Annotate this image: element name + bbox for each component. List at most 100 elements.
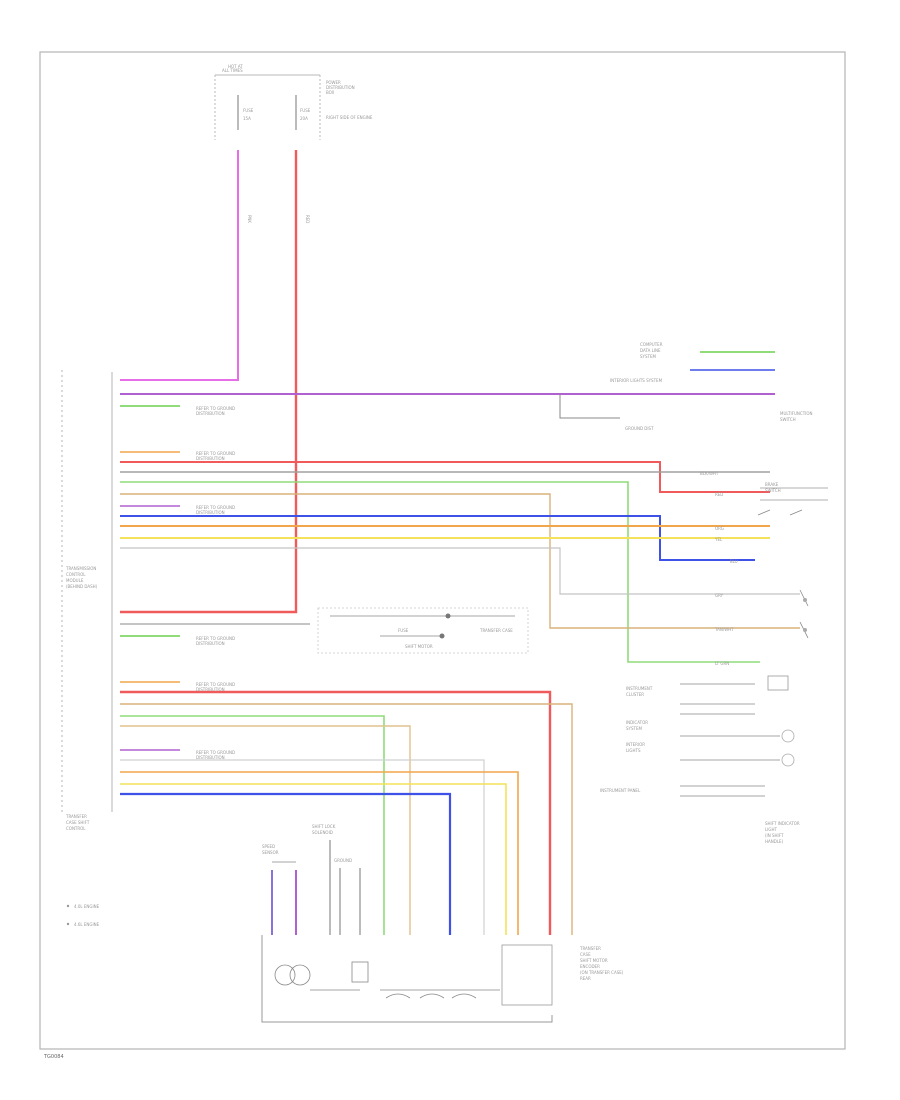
svg-text:LIGHTS: LIGHTS xyxy=(626,748,641,753)
diagram-border xyxy=(39,51,846,1050)
svg-text:DISTRIBUTION: DISTRIBUTION xyxy=(196,641,225,646)
svg-text:SOLENOID: SOLENOID xyxy=(312,830,333,835)
wire-blue-block5 xyxy=(120,792,452,935)
svg-text:ALL TIMES: ALL TIMES xyxy=(222,68,243,73)
svg-text:REFER TO GROUND: REFER TO GROUND xyxy=(196,505,235,510)
svg-text:ENCODER: ENCODER xyxy=(580,964,600,969)
svg-text:INTERIOR: INTERIOR xyxy=(626,742,645,747)
svg-text:DISTRIBUTION: DISTRIBUTION xyxy=(196,687,225,692)
svg-text:CASE: CASE xyxy=(580,952,591,957)
svg-text:BRAKE: BRAKE xyxy=(765,482,779,487)
svg-text:MULTIFUNCTION: MULTIFUNCTION xyxy=(780,411,812,416)
svg-text:REFER TO GROUND: REFER TO GROUND xyxy=(196,750,235,755)
svg-text:ORG: ORG xyxy=(715,526,724,531)
svg-text:CASE SHIFT: CASE SHIFT xyxy=(66,820,90,825)
svg-text:TRANSMISSION: TRANSMISSION xyxy=(65,566,96,571)
svg-text:GROUND: GROUND xyxy=(334,858,352,863)
right-switches xyxy=(757,487,828,639)
svg-text:(BEHIND DASH): (BEHIND DASH) xyxy=(66,584,98,589)
svg-text:REAR: REAR xyxy=(580,976,591,981)
svg-text:FUSE: FUSE xyxy=(398,628,409,633)
left-module: TRANSMISSION CONTROL MODULE (BEHIND DASH… xyxy=(61,370,113,831)
svg-text:HOT AT: HOT AT xyxy=(228,64,243,69)
svg-text:DISTRIBUTION: DISTRIBUTION xyxy=(326,85,355,90)
svg-text:REFER TO GROUND: REFER TO GROUND xyxy=(196,682,235,687)
svg-text:CLUSTER: CLUSTER xyxy=(626,692,644,697)
svg-text:GROUND DIST: GROUND DIST xyxy=(625,426,654,431)
svg-text:SHIFT INDICATOR: SHIFT INDICATOR xyxy=(765,821,800,826)
svg-text:SYSTEM: SYSTEM xyxy=(640,354,656,359)
block2-labels: REFER TO GROUND DISTRIBUTION REFER TO GR… xyxy=(196,451,781,666)
svg-text:TRANSFER: TRANSFER xyxy=(579,946,601,951)
feed-labels: PNK RED xyxy=(247,215,310,223)
svg-text:MODULE: MODULE xyxy=(66,578,84,583)
svg-text:SHIFT MOTOR: SHIFT MOTOR xyxy=(405,644,433,649)
svg-text:DISTRIBUTION: DISTRIBUTION xyxy=(196,755,225,760)
wire-lightgreen-4 xyxy=(120,481,760,663)
svg-text:LT GRN: LT GRN xyxy=(715,661,729,666)
svg-text:POWER: POWER xyxy=(326,80,341,85)
svg-text:YEL: YEL xyxy=(714,537,723,542)
svg-text:SENSOR: SENSOR xyxy=(262,850,279,855)
svg-text:REFER TO GROUND: REFER TO GROUND xyxy=(196,636,235,641)
wire-tan-block4 xyxy=(120,703,573,935)
wire-lightgreen-block4 xyxy=(120,715,385,935)
right-connector-group: INSTRUMENT CLUSTER INDICATOR SYSTEM INTE… xyxy=(600,675,800,844)
svg-text:20A: 20A xyxy=(300,116,308,121)
svg-text:COMPUTER: COMPUTER xyxy=(640,342,663,347)
svg-text:DISTRIBUTION: DISTRIBUTION xyxy=(196,411,225,416)
svg-text:HANDLE): HANDLE) xyxy=(765,839,784,844)
svg-text:INDICATOR: INDICATOR xyxy=(626,720,648,725)
wire-red-2 xyxy=(120,461,770,493)
svg-text:INTERIOR LIGHTS SYSTEM: INTERIOR LIGHTS SYSTEM xyxy=(610,378,663,383)
bottom-components: SPEED SENSOR SHIFT LOCK SOLENOID GROUND … xyxy=(261,824,624,1023)
svg-text:GRY: GRY xyxy=(715,593,724,598)
wire-gray-10 xyxy=(120,547,800,595)
wire-red-block4 xyxy=(120,690,552,935)
svg-text:(IN SHIFT: (IN SHIFT xyxy=(765,833,784,838)
svg-text:SWITCH: SWITCH xyxy=(780,417,796,422)
wire-gray-block5 xyxy=(120,759,485,935)
svg-text:FUSE: FUSE xyxy=(300,108,311,113)
wire-gray-branch xyxy=(559,394,620,419)
svg-text:CONTROL: CONTROL xyxy=(66,826,86,831)
svg-text:4.0L ENGINE: 4.0L ENGINE xyxy=(74,904,100,909)
notes: 4.0L ENGINE 4.6L ENGINE xyxy=(66,904,100,927)
svg-text:CONTROL: CONTROL xyxy=(66,572,86,577)
svg-text:REFER TO GROUND: REFER TO GROUND xyxy=(196,406,235,411)
svg-text:RED: RED xyxy=(305,215,310,223)
wire-red-feed xyxy=(120,150,298,614)
svg-text:REFER TO GROUND: REFER TO GROUND xyxy=(196,451,235,456)
wire-yellow-block5 xyxy=(120,783,507,935)
svg-text:SHIFT LOCK: SHIFT LOCK xyxy=(312,824,336,829)
svg-text:LIGHT: LIGHT xyxy=(765,827,778,832)
diagram-id-label: TG0084 xyxy=(43,1054,64,1060)
svg-text:(ON TRANSFER CASE): (ON TRANSFER CASE) xyxy=(580,970,624,975)
svg-text:SHIFT MOTOR: SHIFT MOTOR xyxy=(580,958,608,963)
svg-text:RIGHT SIDE OF ENGINE: RIGHT SIDE OF ENGINE xyxy=(326,115,373,120)
wire-orange-block5 xyxy=(120,771,519,935)
svg-text:BLU: BLU xyxy=(730,559,738,564)
svg-text:4.6L ENGINE: 4.6L ENGINE xyxy=(74,922,100,927)
svg-text:SWITCH: SWITCH xyxy=(765,488,781,493)
svg-text:PNK: PNK xyxy=(247,215,252,223)
svg-text:SPEED: SPEED xyxy=(262,844,275,849)
wire-tan2-block4 xyxy=(120,725,411,935)
svg-text:INSTRUMENT PANEL: INSTRUMENT PANEL xyxy=(600,788,641,793)
svg-text:BLK/WHT: BLK/WHT xyxy=(700,471,719,476)
block5-labels: REFER TO GROUND DISTRIBUTION xyxy=(196,750,235,760)
svg-text:BOX: BOX xyxy=(326,90,335,95)
svg-text:TRANSFER CASE: TRANSFER CASE xyxy=(479,628,513,633)
wire-tan-5 xyxy=(120,493,800,629)
block4-labels: REFER TO GROUND DISTRIBUTION xyxy=(196,682,235,692)
top-connector-group: HOT AT ALL TIMES POWER DISTRIBUTION BOX … xyxy=(214,64,373,140)
svg-text:TAN/WHT: TAN/WHT xyxy=(714,627,734,632)
block1-labels: COMPUTER DATA LINE SYSTEM INTERIOR LIGHT… xyxy=(196,342,812,431)
svg-text:15A: 15A xyxy=(243,116,251,121)
svg-text:RED: RED xyxy=(715,492,723,497)
svg-text:DATA LINE: DATA LINE xyxy=(640,348,661,353)
svg-text:DISTRIBUTION: DISTRIBUTION xyxy=(196,456,225,461)
block3-relay: REFER TO GROUND DISTRIBUTION FUSE TRANSF… xyxy=(196,607,529,654)
svg-text:SYSTEM: SYSTEM xyxy=(626,726,642,731)
